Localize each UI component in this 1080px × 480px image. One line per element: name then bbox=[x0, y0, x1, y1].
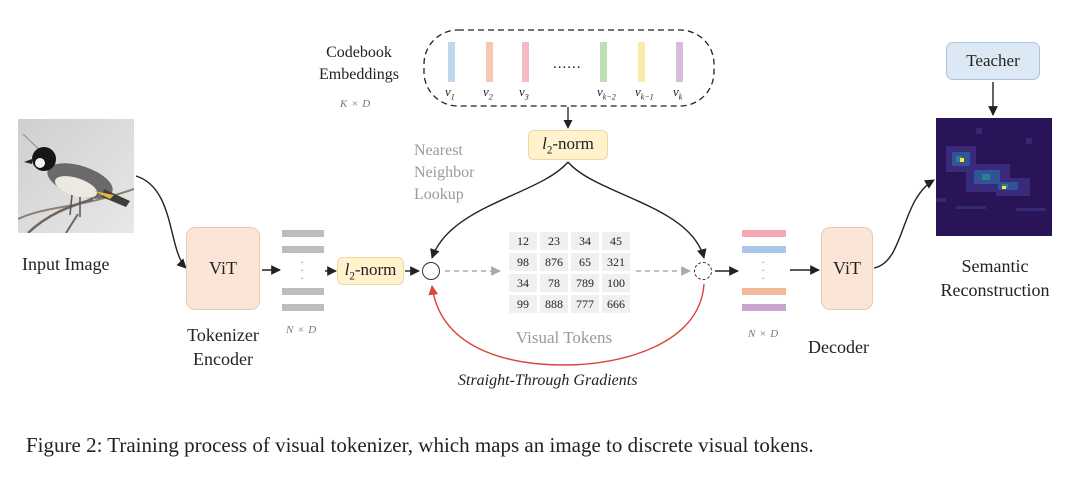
visual-token-cell: 98 bbox=[509, 253, 537, 271]
visual-token-cell: 100 bbox=[602, 274, 630, 292]
bird-photo bbox=[18, 119, 134, 233]
decoder-token-dots: ··· bbox=[761, 255, 765, 285]
encoder-vit-box: ViT bbox=[186, 227, 260, 310]
visual-token-cell: 876 bbox=[540, 253, 568, 271]
encoder-caption-line1: Tokenizer bbox=[187, 325, 259, 345]
decoder-token-bar bbox=[742, 230, 786, 237]
codebook-container bbox=[423, 29, 715, 107]
input-image-label: Input Image bbox=[22, 254, 110, 274]
nearest-neighbor-lookup-label: Nearest Neighbor Lookup bbox=[414, 140, 474, 206]
encoder-side-circle bbox=[422, 262, 440, 280]
encoder-caption: Tokenizer Encoder bbox=[168, 323, 278, 371]
norm-suffix: -norm bbox=[354, 259, 397, 279]
visual-token-cell: 23 bbox=[540, 232, 568, 250]
codebook-title-line1: Codebook bbox=[326, 44, 392, 61]
codebook-vector-label: vk−2 bbox=[597, 84, 616, 102]
codebook-vector-label: vk bbox=[673, 84, 683, 102]
norm-suffix: -norm bbox=[552, 133, 594, 153]
encoder-token-bar bbox=[282, 304, 324, 311]
decoder-token-bar bbox=[742, 288, 786, 295]
image-to-encoder-arrow bbox=[135, 175, 187, 269]
visual-token-cell: 777 bbox=[571, 295, 599, 313]
gradient-curve bbox=[428, 283, 705, 366]
codebook-vector-bar bbox=[676, 42, 683, 82]
lookup-line2: Neighbor bbox=[414, 164, 475, 181]
norm-l-symbol: l bbox=[344, 259, 350, 279]
figure-caption: Figure 2: Training process of visual tok… bbox=[26, 433, 814, 457]
codebook-vector-bar bbox=[638, 42, 645, 82]
visual-token-cell: 12 bbox=[509, 232, 537, 250]
codebook-vector-label: v2 bbox=[483, 84, 493, 102]
codebook-vector-label: v3 bbox=[519, 84, 529, 102]
gradients-label: Straight-Through Gradients bbox=[458, 372, 638, 389]
encoder-token-bar bbox=[282, 230, 324, 237]
codebook-title: Codebook Embeddings bbox=[300, 42, 418, 86]
norm-to-right-circle-curve bbox=[567, 161, 707, 259]
codebook-vector-bar bbox=[448, 42, 455, 82]
codebook-vector-label: v1 bbox=[445, 84, 455, 102]
codebook-vector-label: vk−1 bbox=[635, 84, 654, 102]
decoder-caption: Decoder bbox=[808, 337, 869, 357]
visual-token-cell: 65 bbox=[571, 253, 599, 271]
decoder-to-reconstruction-arrow bbox=[873, 179, 935, 269]
norm-sub: 2 bbox=[349, 270, 355, 283]
encoder-vit-label: ViT bbox=[209, 258, 237, 278]
semantic-reconstruction-label: Semantic Reconstruction bbox=[916, 254, 1074, 302]
visual-tokens-label: Visual Tokens bbox=[515, 328, 613, 347]
visual-token-cell: 78 bbox=[540, 274, 568, 292]
encoder-token-bar bbox=[282, 246, 324, 253]
input-image bbox=[18, 119, 134, 233]
visual-token-cell: 789 bbox=[571, 274, 599, 292]
visual-token-cell: 45 bbox=[602, 232, 630, 250]
codebook-l2-norm-box: l2-norm bbox=[528, 130, 608, 160]
visual-token-cell: 99 bbox=[509, 295, 537, 313]
encoder-caption-line2: Encoder bbox=[193, 349, 253, 369]
encoder-l2-norm-box: l2-norm bbox=[337, 257, 404, 285]
semantic-reconstruction-heatmap bbox=[936, 118, 1052, 236]
visual-token-cell: 34 bbox=[571, 232, 599, 250]
semantic-line2: Reconstruction bbox=[940, 280, 1050, 300]
codebook-vector-bar bbox=[486, 42, 493, 82]
encoder-dim: N × D bbox=[286, 324, 317, 336]
encoder-token-dots: ··· bbox=[300, 255, 304, 285]
teacher-label: Teacher bbox=[966, 51, 1020, 70]
codebook-vector-bar bbox=[522, 42, 529, 82]
decoder-vit-label: ViT bbox=[833, 258, 861, 278]
codebook-vector-bar bbox=[600, 42, 607, 82]
decoder-side-circle bbox=[694, 262, 712, 280]
visual-token-cell: 321 bbox=[602, 253, 630, 271]
encoder-token-bar bbox=[282, 288, 324, 295]
semantic-line1: Semantic bbox=[961, 256, 1029, 276]
norm-to-left-circle-curve bbox=[430, 161, 569, 259]
heatmap-image bbox=[936, 118, 1052, 236]
visual-token-cell: 666 bbox=[602, 295, 630, 313]
decoder-token-bar bbox=[742, 304, 786, 311]
visual-token-cell: 34 bbox=[509, 274, 537, 292]
codebook-title-line2: Embeddings bbox=[319, 66, 399, 83]
visual-token-cell: 888 bbox=[540, 295, 568, 313]
teacher-box: Teacher bbox=[946, 42, 1040, 80]
lookup-line3: Lookup bbox=[414, 186, 464, 203]
decoder-vit-box: ViT bbox=[821, 227, 873, 310]
norm-sub: 2 bbox=[546, 144, 553, 157]
codebook-dim: K × D bbox=[340, 98, 371, 110]
codebook-ellipsis: ...... bbox=[553, 56, 582, 72]
decoder-dim: N × D bbox=[748, 328, 779, 340]
lookup-line1: Nearest bbox=[414, 142, 463, 159]
norm-l-symbol: l bbox=[542, 133, 547, 153]
decoder-token-bar bbox=[742, 246, 786, 253]
